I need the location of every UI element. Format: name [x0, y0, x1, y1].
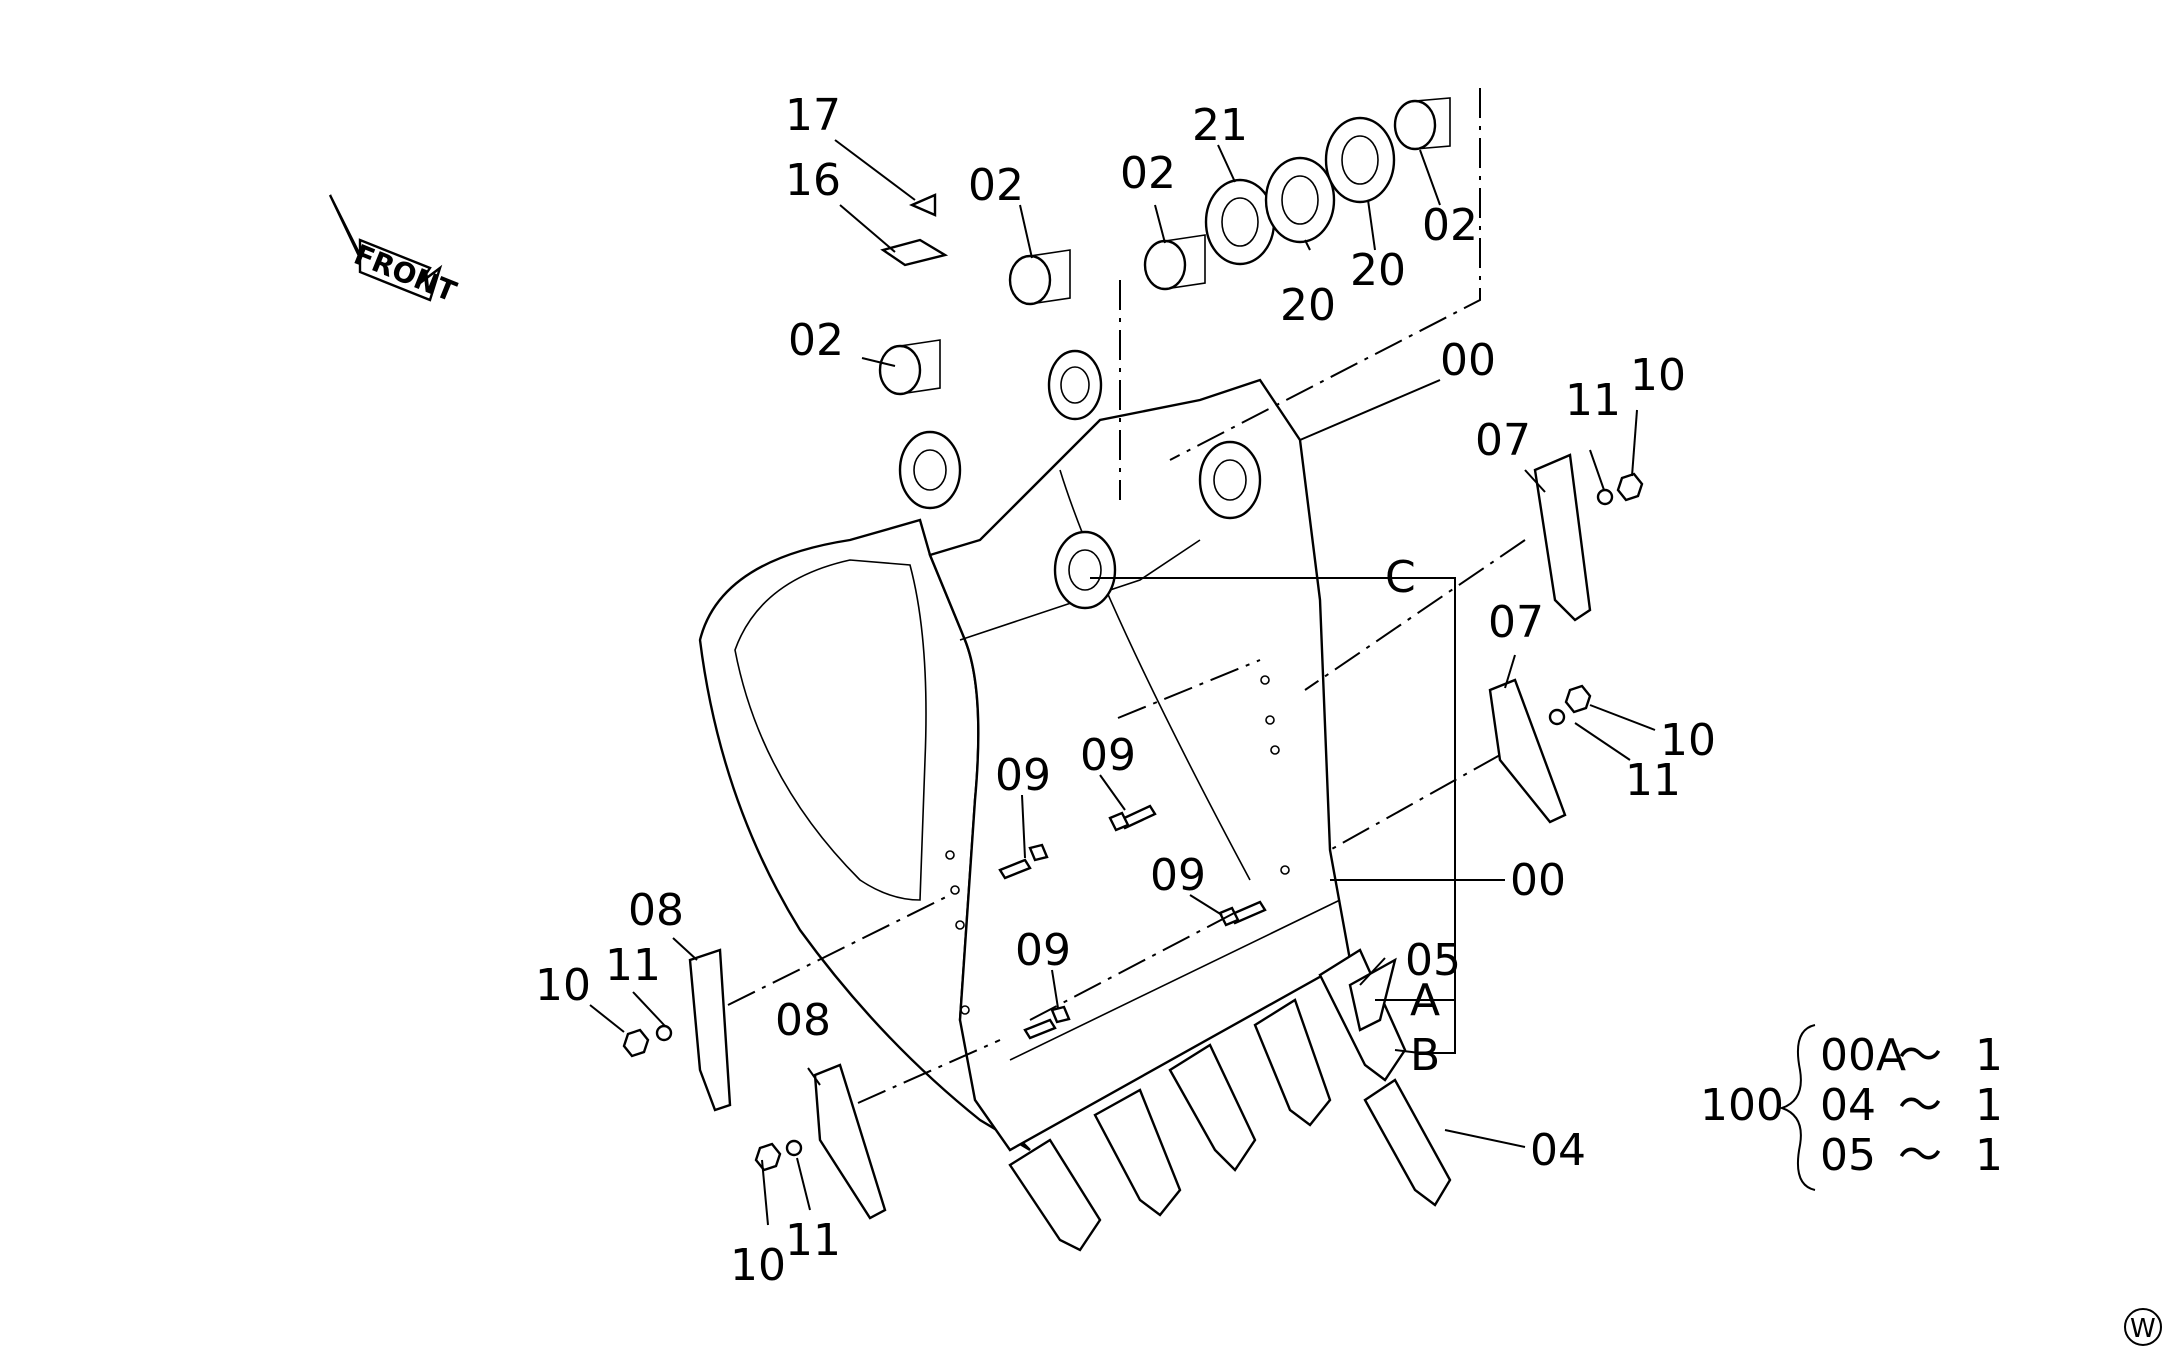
kit-row: 04 ～ 1: [1820, 1080, 2003, 1131]
kit-row-part: 00A: [1820, 1030, 1906, 1081]
side-cutter-08-left: [688, 948, 732, 1112]
kit-row: 00A ～ 1: [1820, 1030, 2003, 1081]
pin-boss-upper: [1047, 349, 1103, 421]
label-00-top: 00: [1440, 335, 1496, 386]
kit-row-sep: ～: [1898, 1080, 1942, 1131]
kit-row-part: 04: [1820, 1080, 1876, 1131]
side-cutter-07-upper: [1533, 453, 1592, 622]
label-16: 16: [785, 155, 841, 206]
label-09-a: 09: [995, 750, 1051, 801]
label-10-d: 10: [730, 1240, 786, 1291]
label-20-a: 20: [1280, 280, 1336, 331]
label-17: 17: [785, 90, 841, 141]
part-labels: 17 16 02 02 02 02 21 20 20 00 00 07 07 1…: [535, 90, 1716, 1291]
kit-number: 100: [1700, 1080, 1784, 1131]
kit-row-part: 05: [1820, 1130, 1876, 1181]
label-11-b: 11: [1625, 755, 1681, 806]
label-09-b: 09: [1080, 730, 1136, 781]
kit-row-qty: 1: [1975, 1030, 2003, 1081]
screw-17: [908, 193, 937, 217]
label-02-b: 02: [1120, 148, 1176, 199]
adapter-05: [1348, 957, 1397, 1032]
corner-mark: W: [2124, 1308, 2162, 1346]
side-cutter-07-lower: [1488, 678, 1567, 824]
kit-row-qty: 1: [1975, 1130, 2003, 1181]
label-10-b: 10: [1660, 715, 1716, 766]
label-11-a: 11: [1565, 375, 1621, 426]
label-08-b: 08: [775, 995, 831, 1046]
label-C: C: [1385, 552, 1416, 603]
label-02-d: 02: [1422, 200, 1478, 251]
kit-row: 05 ～ 1: [1820, 1130, 2003, 1181]
label-21: 21: [1192, 100, 1248, 151]
shim-20-a: [1264, 156, 1336, 244]
kit-table: 100 00A ～ 1 04 ～ 1 05 ～ 1: [1700, 1024, 2003, 1191]
kit-brace: [1778, 1024, 1816, 1191]
front-arrow-label: FRONT: [349, 238, 461, 309]
pin-boss-center: [1053, 530, 1117, 610]
kit-row-sep: ～: [1898, 1130, 1942, 1181]
plate-16: [880, 238, 949, 267]
label-09-d: 09: [1015, 925, 1071, 976]
side-cutter-08-right: [813, 1063, 887, 1220]
bolts-09: [998, 804, 1267, 1040]
label-00-mid: 00: [1510, 855, 1566, 906]
shim-21: [1204, 178, 1276, 266]
bucket-body: [698, 349, 1352, 1152]
label-10-c: 10: [535, 960, 591, 1011]
label-11-c: 11: [605, 940, 661, 991]
label-08-a: 08: [628, 885, 684, 936]
corner-mark-letter: W: [2130, 1314, 2156, 1344]
label-07-b: 07: [1488, 597, 1544, 648]
bucket-teeth: [1008, 948, 1452, 1252]
label-09-c: 09: [1150, 850, 1206, 901]
pin-boss-right: [1198, 440, 1262, 520]
side-cutters: [622, 453, 1644, 1220]
label-B: B: [1410, 1030, 1440, 1081]
front-arrow: FRONT: [328, 194, 461, 309]
leader-lines: [589, 88, 1656, 1226]
label-07-a: 07: [1475, 415, 1531, 466]
kit-row-qty: 1: [1975, 1080, 2003, 1131]
kit-row-sep: ～: [1898, 1030, 1942, 1081]
bushings-and-shims: [878, 97, 1451, 396]
label-11-d: 11: [785, 1215, 841, 1266]
tooth-04: [1363, 1078, 1452, 1207]
label-20-b: 20: [1350, 245, 1406, 296]
label-05: 05: [1405, 935, 1461, 986]
label-02-a: 02: [968, 160, 1024, 211]
label-04: 04: [1530, 1125, 1586, 1176]
label-02-c: 02: [788, 315, 844, 366]
shim-20-b: [1324, 116, 1396, 204]
label-A: A: [1410, 975, 1440, 1026]
corner-mark-circle: [2124, 1308, 2162, 1346]
pin-boss-left: [898, 430, 962, 510]
label-10-a: 10: [1630, 350, 1686, 401]
